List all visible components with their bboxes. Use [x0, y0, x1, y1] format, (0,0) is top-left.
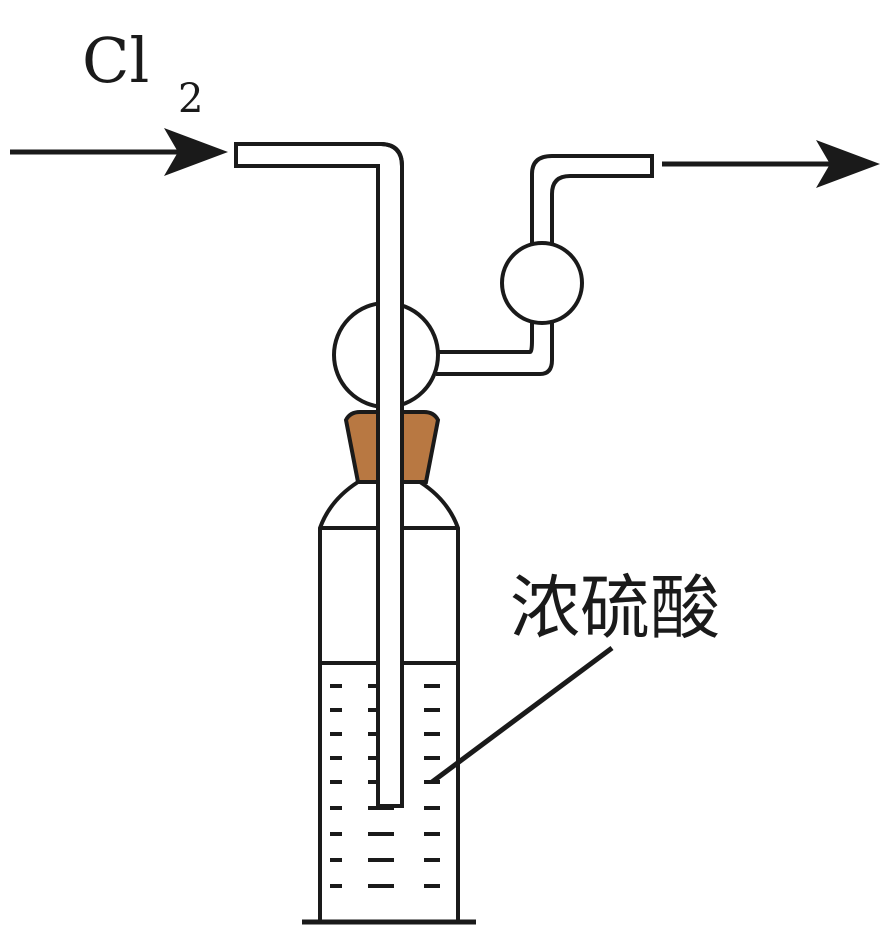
reagent-label: 浓硫酸: [510, 567, 720, 649]
inlet-tube: [234, 142, 404, 808]
gas-subscript-label: 2: [178, 76, 203, 122]
reagent-pointer-line: [430, 645, 614, 785]
gas-formula-label: Cl: [82, 24, 149, 97]
outlet-tube: [436, 310, 554, 376]
outlet-bulb: [500, 241, 584, 325]
outlet-tube-upper: [530, 154, 654, 244]
inlet-arrow: [10, 128, 228, 176]
outlet-arrow: [662, 140, 880, 188]
